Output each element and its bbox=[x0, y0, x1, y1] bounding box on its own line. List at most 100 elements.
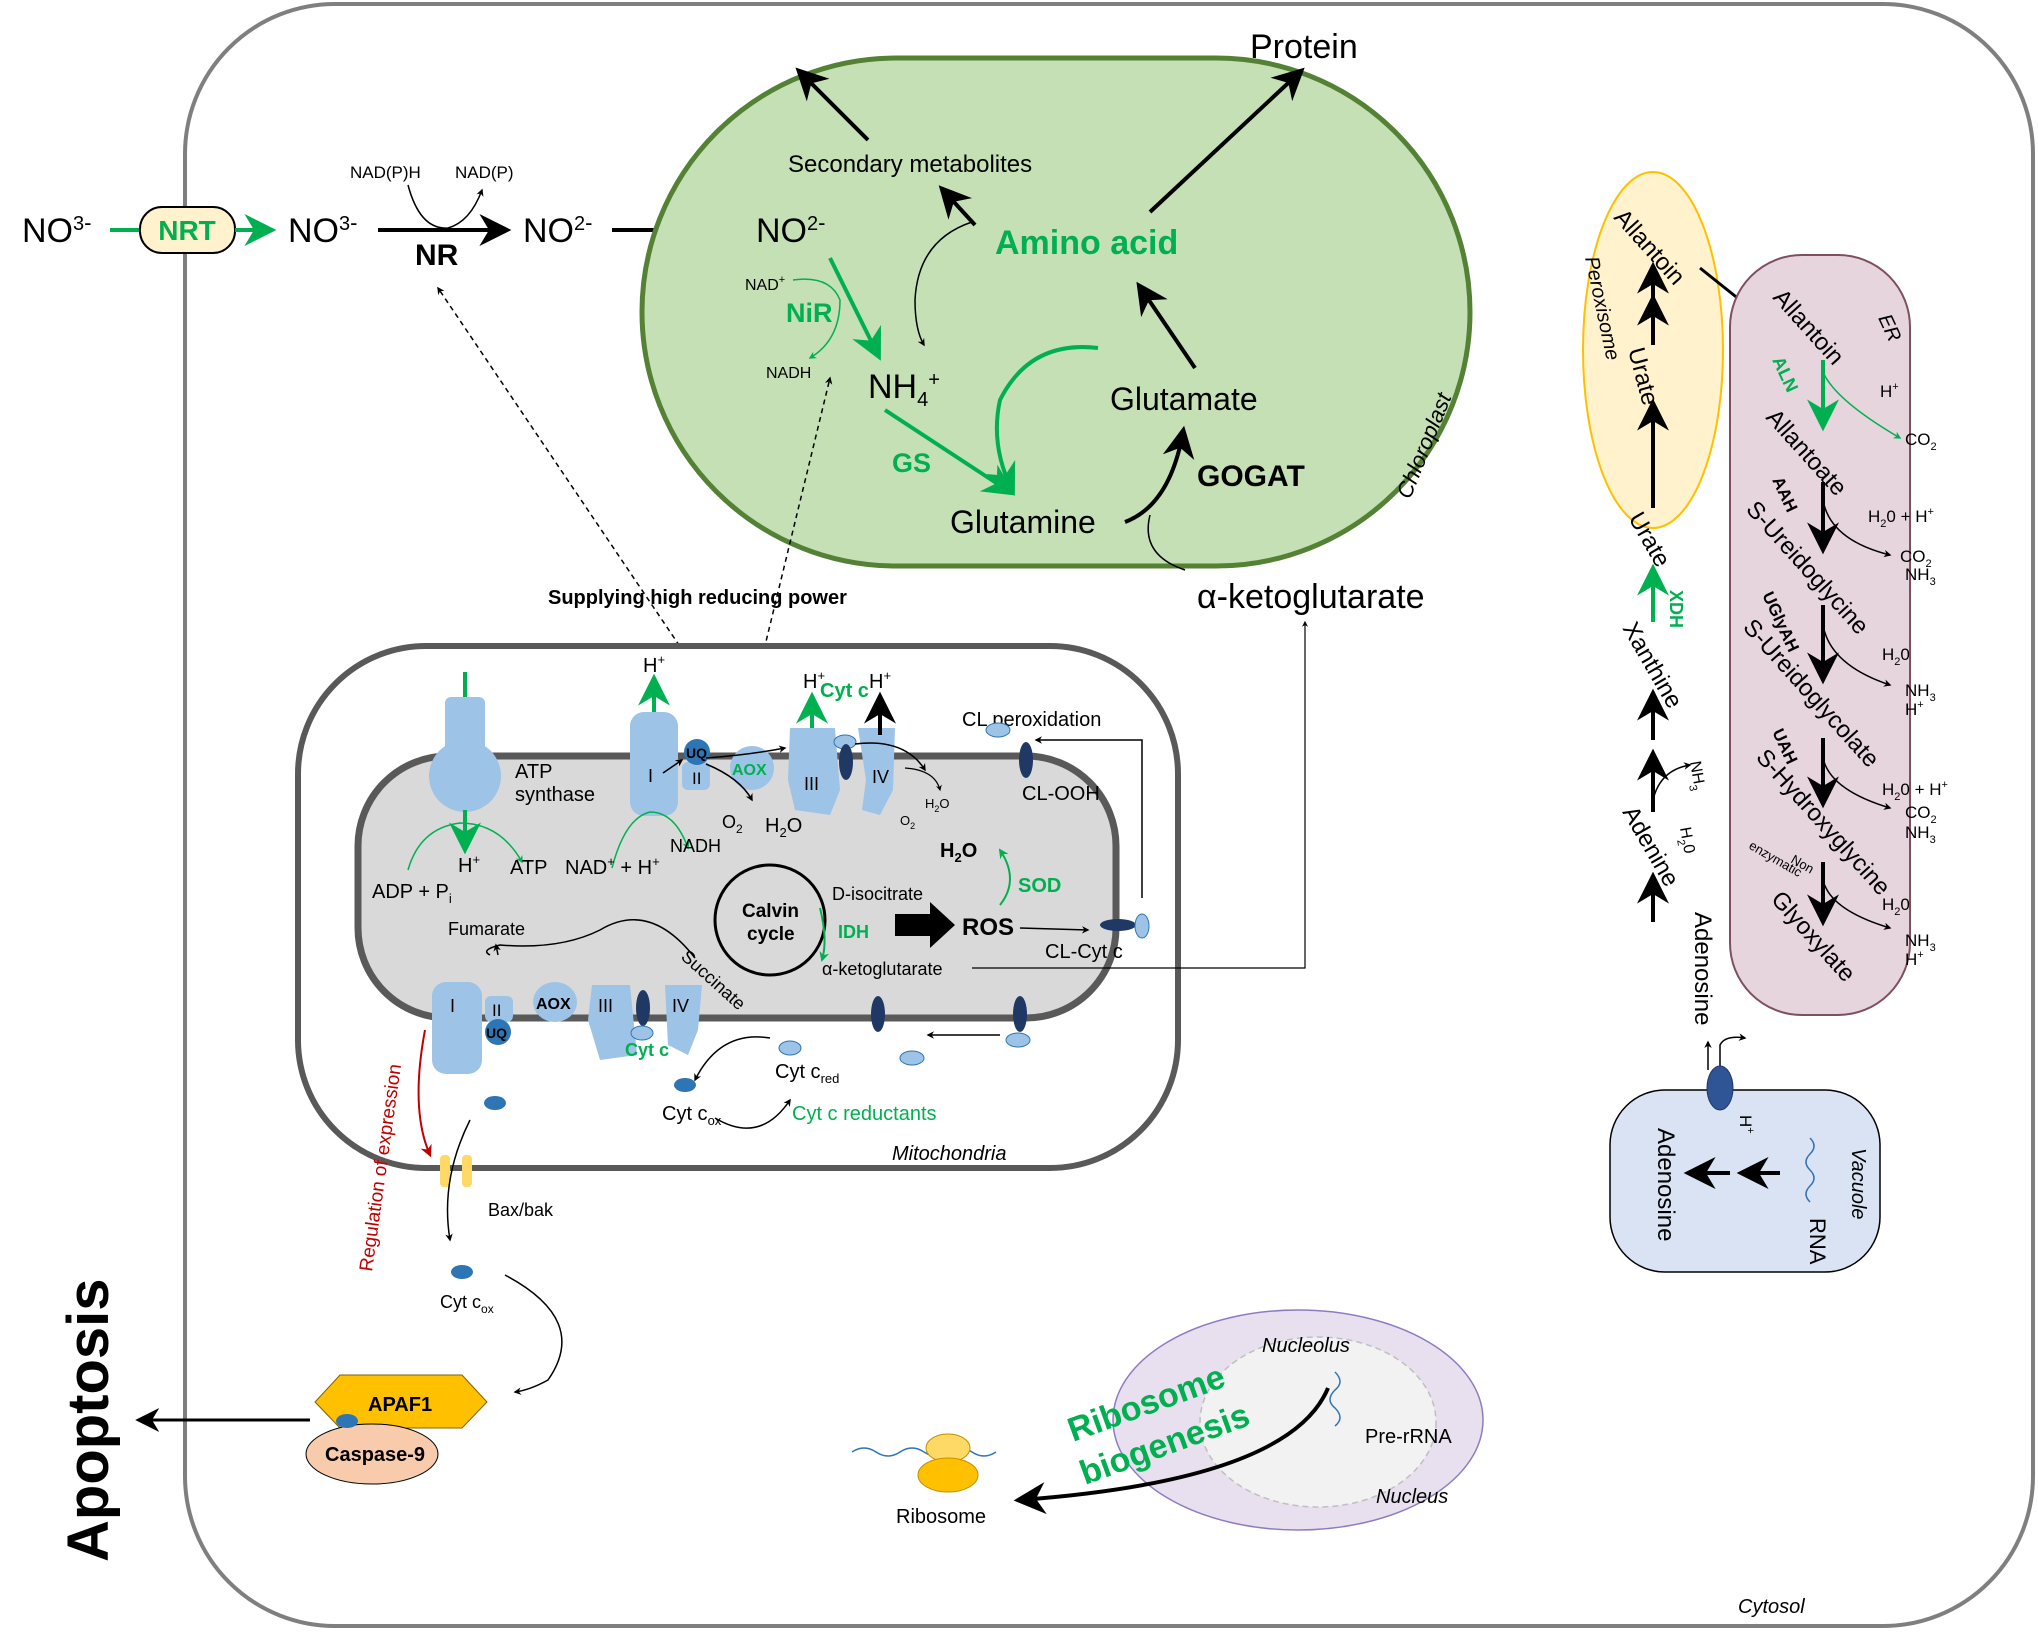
uq-top bbox=[684, 739, 710, 765]
nucleus-label: Nucleus bbox=[1376, 1486, 1448, 1508]
nr-label: NR bbox=[415, 239, 459, 272]
cytc-anchor-bottom bbox=[636, 990, 650, 1026]
uq-top-label: UQ bbox=[686, 745, 707, 761]
er-co2-2: CO2 bbox=[1900, 547, 1932, 570]
nh4-label: NH4+ bbox=[868, 368, 940, 411]
nucleolus-label: Nucleolus bbox=[1262, 1335, 1350, 1357]
uq-bottom bbox=[485, 1019, 511, 1045]
cytc-red-bead bbox=[778, 1040, 802, 1056]
er-co2-1: CO2 bbox=[1905, 430, 1937, 453]
er-nh3-2: NH3 bbox=[1905, 681, 1936, 704]
aox-top-label: AOX bbox=[732, 762, 767, 779]
protein-label: Protein bbox=[1250, 28, 1358, 66]
sod-label: SOD bbox=[1018, 875, 1061, 897]
amino-acid: Amino acid bbox=[995, 224, 1178, 262]
caspase-shape bbox=[305, 1423, 439, 1485]
er-nh3-1: NH3 bbox=[1905, 565, 1936, 588]
fumarate-label: Fumarate bbox=[448, 919, 525, 939]
complex-i-top bbox=[630, 712, 678, 816]
anchor-4 bbox=[1013, 996, 1027, 1032]
vacuole-transporter bbox=[1706, 1065, 1734, 1111]
uq-bottom-label: UQ bbox=[486, 1025, 507, 1041]
atp-label: ATP bbox=[510, 857, 547, 879]
complex-iv-top bbox=[858, 728, 895, 815]
complex-iii-bottom-label: III bbox=[598, 996, 613, 1016]
complex-iv-top-label: IV bbox=[872, 767, 889, 787]
nadp-label: NAD(P) bbox=[455, 163, 514, 182]
complex-iii-top-label: III bbox=[804, 774, 819, 794]
aox-top bbox=[730, 746, 774, 790]
rna-wave bbox=[1805, 1137, 1815, 1203]
supplying-label: Supplying high reducing power bbox=[548, 587, 847, 609]
aox-bottom-label: AOX bbox=[536, 996, 571, 1013]
calvin-label-2: cycle bbox=[747, 924, 795, 945]
cytc-reductants-label: Cyt c reductants bbox=[792, 1103, 937, 1125]
vacuole-rna: RNA bbox=[1805, 1218, 1830, 1265]
er-hplus-2: H+ bbox=[1905, 699, 1924, 719]
xdh-label: XDH bbox=[1666, 590, 1686, 628]
complex-ii-bottom bbox=[485, 996, 513, 1022]
cytc-ox-apo-label: Cyt cox bbox=[440, 1292, 494, 1316]
glutamate-label: Glutamate bbox=[1110, 381, 1258, 417]
bax-left bbox=[440, 1155, 450, 1187]
gs-label: GS bbox=[892, 448, 931, 478]
nitrate-uptake: NO3- NRT NO3- NAD(P)H NAD(P) NR NO2- bbox=[22, 163, 750, 272]
cell-membrane bbox=[183, 2, 2035, 1628]
aox-bottom bbox=[533, 982, 577, 1022]
no3-outside: NO3- bbox=[22, 210, 91, 250]
caspase-label: Caspase-9 bbox=[325, 1444, 425, 1466]
h2o-top-2: H2O bbox=[925, 796, 950, 814]
cytc-anchor-top bbox=[839, 744, 853, 780]
cytc-ox-bead bbox=[674, 1078, 696, 1092]
er: ER Allantoin ALN H+ CO2 Allantoate AAH H… bbox=[1729, 254, 1948, 1016]
peroxisome-body bbox=[1582, 171, 1724, 529]
er-nh3-4: NH3 bbox=[1905, 931, 1936, 954]
complex-i-bottom bbox=[432, 982, 482, 1074]
apaf1-label: APAF1 bbox=[368, 1394, 432, 1416]
big-arrow bbox=[895, 902, 955, 948]
tca-cycle bbox=[713, 863, 827, 977]
er-hplus-3: H+ bbox=[1905, 949, 1924, 969]
nucleolus bbox=[1199, 1336, 1437, 1508]
complex-iii-bottom bbox=[588, 985, 637, 1060]
cytc-bottom bbox=[630, 1025, 654, 1041]
purine-h2o: H20 bbox=[1672, 826, 1697, 856]
complex-iv-bottom-label: IV bbox=[672, 996, 689, 1016]
akg-mito: α-ketoglutarate bbox=[822, 959, 942, 979]
adenosine-cytosol: Adenosine bbox=[1689, 912, 1716, 1025]
complex-iv-bottom bbox=[665, 985, 702, 1055]
cytc-ox-release bbox=[484, 1096, 506, 1110]
peroxisome: Peroxisome Allantoin Urate bbox=[1580, 171, 1759, 529]
complex-i-bottom-label: I bbox=[450, 996, 455, 1016]
er-body bbox=[1729, 254, 1911, 1016]
mitochondria: Mitochondria ATP synthase H+ ADP + Pi AT… bbox=[295, 620, 1308, 1171]
akg-label: α-ketoglutarate bbox=[1197, 578, 1425, 616]
complex-i-top-label: I bbox=[648, 766, 653, 786]
ribosome-label: Ribosome bbox=[896, 1506, 986, 1528]
ros-label: ROS bbox=[962, 914, 1014, 941]
adenine-label: Adenine bbox=[1617, 802, 1684, 892]
chloroplast-body bbox=[639, 55, 1473, 569]
cytc-top-label: Cyt c bbox=[820, 680, 869, 702]
cl-cytc-bead bbox=[1134, 913, 1150, 939]
caspase-bead bbox=[336, 1414, 358, 1428]
atp-synthase-head bbox=[429, 740, 501, 812]
atp-synthase-label-2: synthase bbox=[515, 784, 595, 806]
bax-right bbox=[462, 1155, 472, 1187]
cl-peroxidation-label: CL peroxidation bbox=[962, 709, 1101, 731]
gogat-label: GOGAT bbox=[1197, 460, 1305, 493]
apaf1-shape bbox=[314, 1374, 488, 1429]
cytc-ox-cytosol bbox=[451, 1265, 473, 1279]
glutamine-label: Glutamine bbox=[950, 504, 1096, 540]
ribosome-biogenesis: Nucleolus Pre-rRNA Nucleus Ribosome biog… bbox=[851, 1309, 1484, 1531]
calvin-label-1: Calvin bbox=[742, 901, 799, 922]
cl-cytc-ellipse bbox=[985, 722, 1011, 738]
vacuole-adenosine: Adenosine bbox=[1652, 1128, 1679, 1241]
mitochondria-label: Mitochondria bbox=[892, 1143, 1007, 1165]
cytc-float-1 bbox=[899, 1050, 925, 1066]
idh-label: IDH bbox=[838, 922, 869, 942]
purine-pathway: Urate XDH Xanthine NH3 H20 Adenine Adeno… bbox=[1617, 508, 1747, 1070]
complex-iii-top bbox=[788, 728, 840, 815]
nrt-label: NRT bbox=[158, 215, 216, 246]
cl-ooh-anchor bbox=[1019, 742, 1033, 778]
